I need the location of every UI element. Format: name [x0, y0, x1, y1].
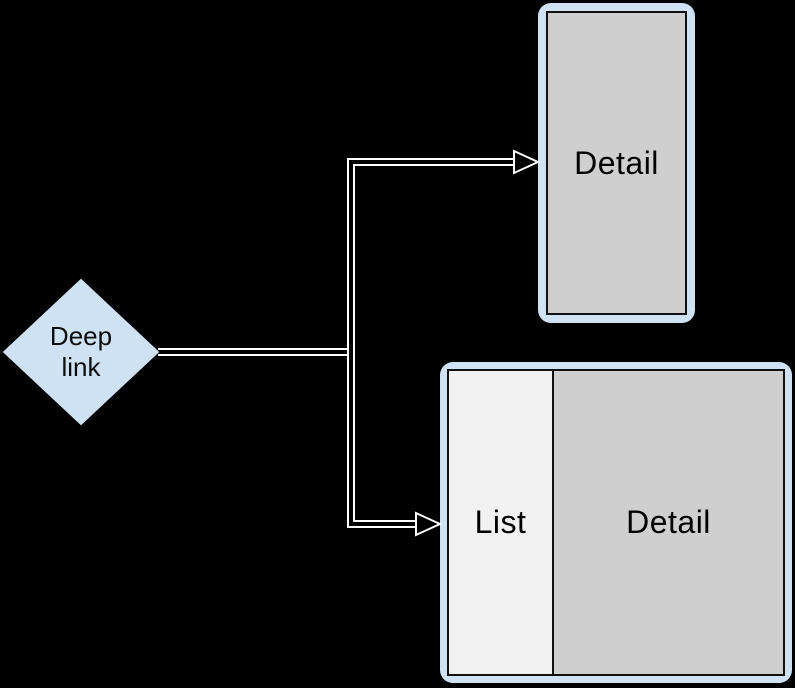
list-pane-label: List [474, 504, 527, 540]
arrowhead-to-detail-icon [513, 149, 541, 175]
deep-link-label-wrap: Deep link [2, 278, 160, 426]
detail-pane-label: Detail [626, 504, 711, 540]
deep-link-diamond [1, 277, 161, 427]
list-pane: List [449, 371, 554, 674]
detail-screen: Detail [546, 11, 687, 315]
detail-screen-node: Detail [538, 3, 695, 323]
list-detail-screen-node: List Detail [440, 362, 792, 683]
detail-pane: Detail [554, 371, 783, 674]
detail-screen-label: Detail [574, 144, 659, 181]
deep-link-label: Deep link [49, 321, 113, 382]
arrowhead-to-list-detail-icon [415, 511, 443, 537]
list-detail-screen: List Detail [447, 369, 785, 676]
